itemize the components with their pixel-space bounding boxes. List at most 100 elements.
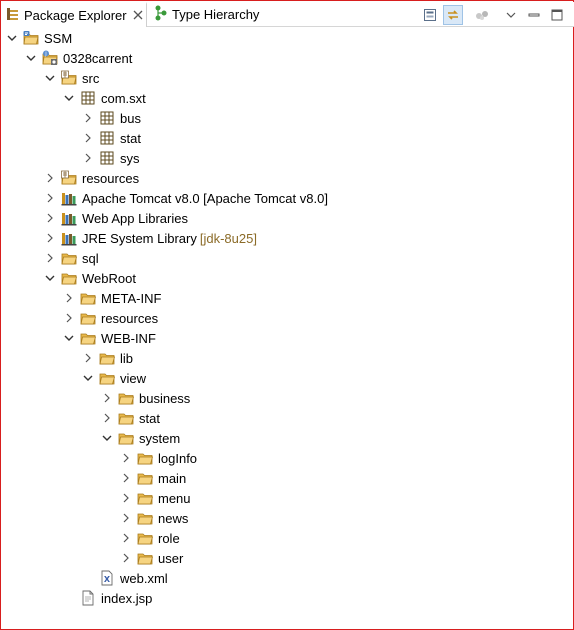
package-icon — [99, 150, 115, 166]
chevron-down-icon — [506, 12, 516, 18]
chevron-down-icon[interactable] — [44, 72, 56, 84]
collapse-all-icon — [424, 9, 436, 21]
type-hierarchy-icon — [154, 5, 168, 24]
chevron-right-icon[interactable] — [120, 512, 132, 524]
tree-item[interactable]: view — [82, 368, 146, 388]
focus-task-button[interactable] — [472, 5, 492, 25]
tree-item[interactable]: role — [120, 528, 180, 548]
chevron-right-icon[interactable] — [44, 172, 56, 184]
tree-item-label: news — [158, 510, 189, 526]
tree-item-label: bus — [120, 110, 141, 126]
tree-item[interactable]: business — [101, 388, 190, 408]
chevron-right-icon[interactable] — [82, 132, 94, 144]
chevron-right-icon[interactable] — [82, 152, 94, 164]
view-tab-bar: Package Explorer Type Hierarchy — [2, 2, 574, 27]
chevron-right-icon[interactable] — [120, 532, 132, 544]
tree-item[interactable]: system — [101, 428, 180, 448]
chevron-right-icon[interactable] — [101, 412, 113, 424]
folder-icon — [80, 330, 97, 346]
tree-item[interactable]: menu — [120, 488, 191, 508]
chevron-right-icon[interactable] — [120, 472, 132, 484]
tree-item[interactable]: main — [120, 468, 186, 488]
chevron-right-icon[interactable] — [82, 352, 94, 364]
folder-icon — [99, 370, 116, 386]
folder-icon — [61, 270, 78, 286]
focus-icon — [476, 11, 488, 20]
chevron-down-icon[interactable] — [6, 32, 18, 44]
minimize-button[interactable] — [524, 5, 544, 25]
view-menu-button[interactable] — [501, 5, 521, 25]
tree-spacer — [82, 572, 94, 584]
package-icon — [80, 90, 96, 106]
chevron-down-icon[interactable] — [44, 272, 56, 284]
tree-item[interactable]: bus — [82, 108, 141, 128]
jsp-file-icon — [80, 590, 96, 606]
folder-icon — [61, 250, 78, 266]
tree-item[interactable]: user — [120, 548, 183, 568]
tree-item[interactable]: src — [44, 68, 99, 88]
tree-item[interactable]: resources — [44, 168, 139, 188]
tab-label: Type Hierarchy — [172, 7, 260, 22]
package-explorer-icon — [6, 7, 20, 24]
tree-item-label: META-INF — [101, 290, 162, 306]
tree-item[interactable]: logInfo — [120, 448, 197, 468]
tree-item[interactable]: stat — [101, 408, 160, 428]
chevron-right-icon[interactable] — [44, 192, 56, 204]
tree-item[interactable]: WEB-INF — [63, 328, 156, 348]
tree-item-label: system — [139, 430, 181, 446]
maximize-button[interactable] — [547, 5, 567, 25]
tree-item[interactable]: index.jsp — [63, 588, 152, 608]
chevron-right-icon[interactable] — [63, 292, 75, 304]
tree-item-label: view — [120, 370, 147, 386]
close-icon[interactable] — [133, 9, 143, 23]
collapse-all-button[interactable] — [420, 5, 440, 25]
folder-icon — [137, 470, 154, 486]
tree-item[interactable]: lib — [82, 348, 133, 368]
tab-type-hierarchy[interactable]: Type Hierarchy — [150, 2, 275, 27]
chevron-right-icon[interactable] — [82, 112, 94, 124]
tree-item-label: sys — [120, 150, 140, 166]
chevron-down-icon[interactable] — [82, 372, 94, 384]
tree-item[interactable]: resources — [63, 308, 158, 328]
folder-icon — [99, 350, 116, 366]
tree-item[interactable]: news — [120, 508, 188, 528]
library-icon — [61, 210, 77, 226]
chevron-down-icon[interactable] — [63, 332, 75, 344]
chevron-right-icon[interactable] — [44, 232, 56, 244]
tree-item[interactable]: WebRoot — [44, 268, 136, 288]
library-icon — [61, 230, 77, 246]
tree-item-label: business — [139, 390, 191, 406]
tree-item[interactable]: JRE System Library[jdk-8u25] — [44, 228, 257, 248]
tree-item-label: JRE System Library — [82, 230, 197, 246]
chevron-right-icon[interactable] — [120, 452, 132, 464]
tree-item[interactable]: Apache Tomcat v8.0 [Apache Tomcat v8.0] — [44, 188, 328, 208]
link-with-editor-button[interactable] — [443, 5, 463, 25]
tree-item[interactable]: com.sxt — [63, 88, 146, 108]
chevron-right-icon[interactable] — [44, 252, 56, 264]
tree-item[interactable]: sql — [44, 248, 99, 268]
view-toolbar — [417, 4, 567, 26]
tab-package-explorer[interactable]: Package Explorer — [2, 2, 147, 27]
tree-item[interactable]: SSM — [6, 28, 72, 48]
tree-item-label: menu — [158, 490, 191, 506]
folder-icon — [137, 530, 154, 546]
tree-item[interactable]: sys — [82, 148, 140, 168]
chevron-right-icon[interactable] — [101, 392, 113, 404]
chevron-right-icon[interactable] — [44, 212, 56, 224]
tree-item-label: logInfo — [158, 450, 198, 466]
chevron-down-icon[interactable] — [63, 92, 75, 104]
source-folder-icon — [61, 70, 77, 86]
tree-item[interactable]: Web App Libraries — [44, 208, 188, 228]
tree-item[interactable]: META-INF — [63, 288, 161, 308]
chevron-right-icon[interactable] — [120, 492, 132, 504]
chevron-down-icon[interactable] — [25, 52, 37, 64]
chevron-right-icon[interactable] — [63, 312, 75, 324]
tree-item[interactable]: stat — [82, 128, 141, 148]
chevron-right-icon[interactable] — [120, 552, 132, 564]
project-icon — [23, 30, 39, 46]
chevron-down-icon[interactable] — [101, 432, 113, 444]
